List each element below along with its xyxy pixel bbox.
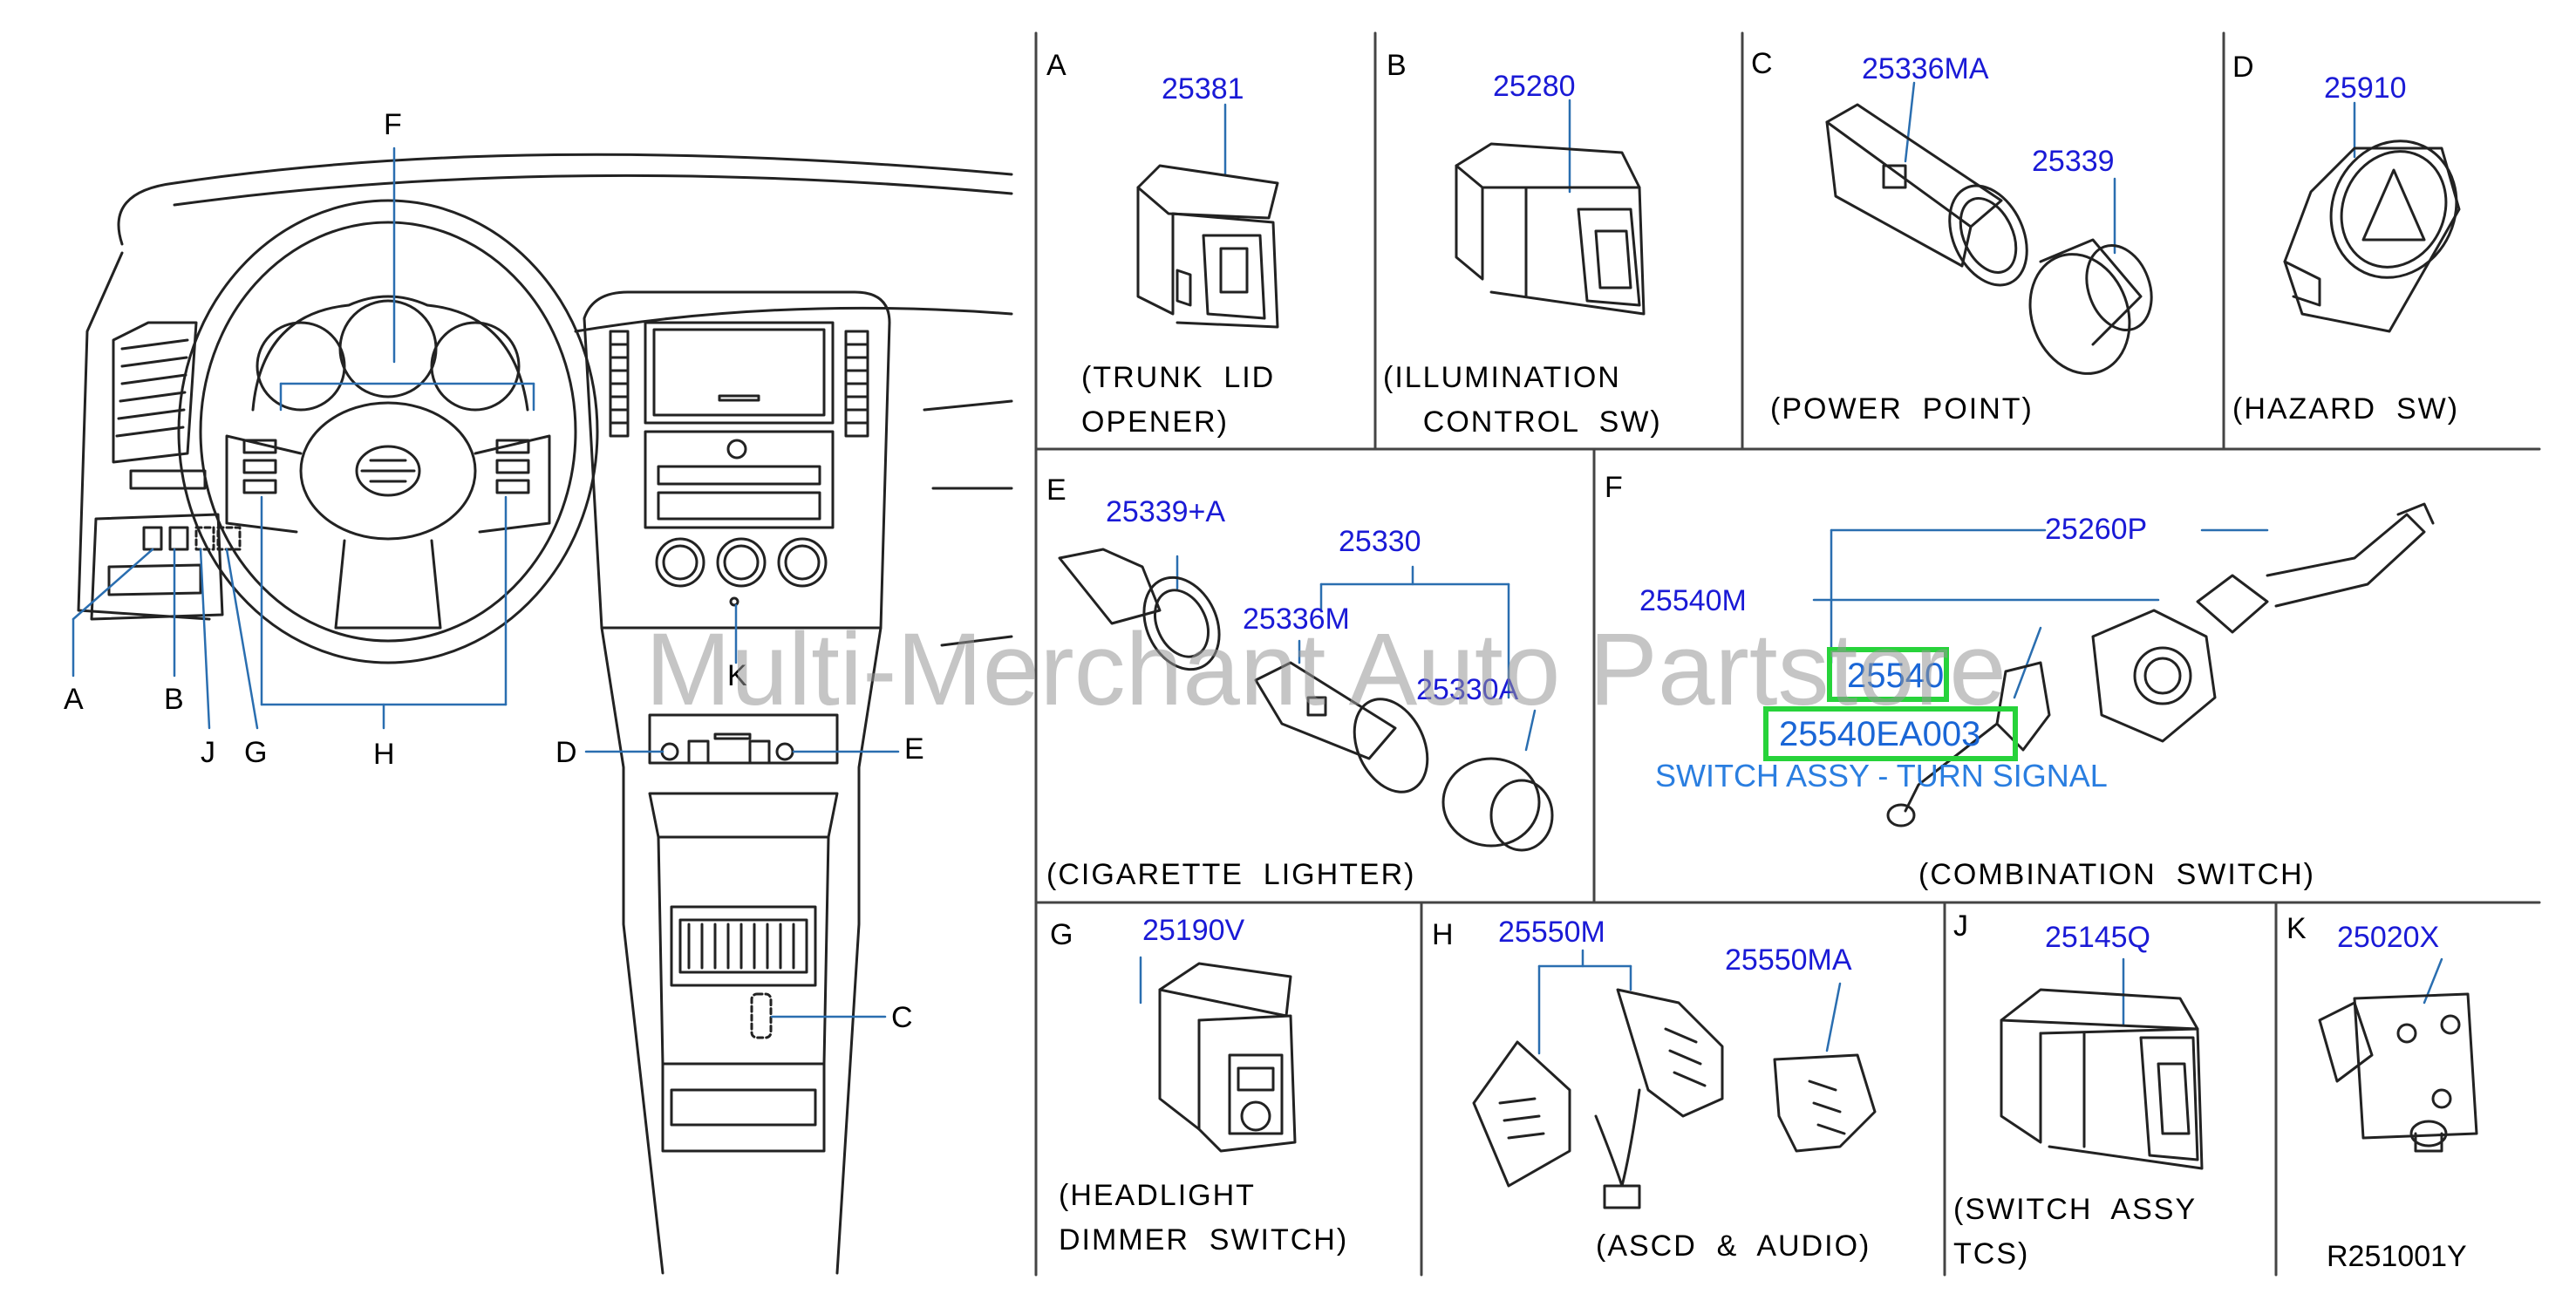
caption-h: (ASCD & AUDIO) <box>1596 1229 1871 1263</box>
watermark: Multi-Merchant Auto Partstore <box>645 612 2007 727</box>
part-number-25540[interactable]: 25540 <box>1847 657 1945 695</box>
callout-g: G <box>244 736 268 769</box>
part-drawing-h <box>1472 988 1877 1209</box>
part-number-25540m[interactable]: 25540M <box>1639 584 1747 617</box>
part-number-25020x[interactable]: 25020X <box>2337 921 2440 954</box>
part-number-25339-a[interactable]: 25339+A <box>1106 495 1226 528</box>
panel-letter-e: E <box>1046 473 1067 507</box>
panel-letter-c: C <box>1751 47 1773 80</box>
part-number-25330[interactable]: 25330 <box>1339 525 1421 558</box>
part-drawing-e <box>1058 548 1554 852</box>
callout-a: A <box>64 683 84 716</box>
part-drawing-f <box>1886 502 2435 827</box>
callout-b: B <box>164 683 184 716</box>
caption-f: (COMBINATION SWITCH) <box>1918 858 2315 891</box>
part-number-25339[interactable]: 25339 <box>2032 145 2115 178</box>
caption-e: (CIGARETTE LIGHTER) <box>1046 858 1416 891</box>
part-description-note: SWITCH ASSY - TURN SIGNAL <box>1655 758 2108 793</box>
part-drawing-c <box>1825 103 2153 375</box>
panel-leaders <box>1139 81 2443 1055</box>
caption-d: (HAZARD SW) <box>2232 392 2460 426</box>
panel-letter-j: J <box>1953 909 1968 943</box>
part-number-25550ma[interactable]: 25550MA <box>1725 943 1852 977</box>
panel-letter-b: B <box>1387 49 1407 82</box>
diagram-reference-code: R251001Y <box>2327 1240 2467 1273</box>
part-drawing-b <box>1455 142 1646 316</box>
panel-letter-k: K <box>2286 912 2307 945</box>
part-number-25145q[interactable]: 25145Q <box>2045 921 2150 954</box>
callout-e: E <box>904 732 924 766</box>
part-drawing-g <box>1158 962 1297 1153</box>
callout-d: D <box>555 736 577 769</box>
callout-j: J <box>201 736 215 769</box>
part-number-25550m[interactable]: 25550M <box>1498 916 1605 949</box>
panel-letter-h: H <box>1432 918 1454 951</box>
part-drawing-j <box>2000 988 2204 1170</box>
panel-letter-f: F <box>1605 471 1623 504</box>
panel-grid <box>1034 31 2541 1277</box>
part-number-25336ma[interactable]: 25336MA <box>1862 52 1989 85</box>
caption-b: (ILLUMINATION CONTROL SW) <box>1383 361 1662 439</box>
callout-f: F <box>384 108 402 141</box>
part-number-25336m[interactable]: 25336M <box>1243 603 1350 636</box>
part-drawing-d <box>2283 140 2461 333</box>
caption-c: (POWER POINT) <box>1770 392 2034 426</box>
part-drawing-a <box>1136 164 1279 329</box>
dashboard-drawing <box>77 153 1013 1275</box>
part-number-25260p[interactable]: 25260P <box>2045 513 2148 546</box>
part-drawing-k <box>2318 992 2478 1153</box>
part-number-25280[interactable]: 25280 <box>1493 70 1576 103</box>
caption-g: (HEADLIGHT DIMMER SWITCH) <box>1059 1179 1349 1257</box>
overview-leaders <box>72 146 900 1018</box>
panel-letter-d: D <box>2232 51 2254 84</box>
panel-letter-g: G <box>1050 918 1073 951</box>
callout-h: H <box>373 738 395 771</box>
highlight-25540 <box>1827 647 1949 702</box>
part-number-25330a[interactable]: 25330A <box>1416 673 1519 706</box>
panel-letter-a: A <box>1046 49 1067 82</box>
callout-k: K <box>727 659 747 692</box>
caption-j: (SWITCH ASSY TCS) <box>1953 1193 2198 1270</box>
part-number-25540ea003[interactable]: 25540EA003 <box>1779 715 1981 753</box>
highlight-25540ea003 <box>1763 706 2018 761</box>
caption-a: (TRUNK LID OPENER) <box>1081 361 1276 439</box>
part-number-25190v[interactable]: 25190V <box>1142 914 1245 947</box>
part-number-25381[interactable]: 25381 <box>1162 72 1244 106</box>
callout-c: C <box>891 1001 913 1034</box>
part-number-25910[interactable]: 25910 <box>2324 72 2407 105</box>
